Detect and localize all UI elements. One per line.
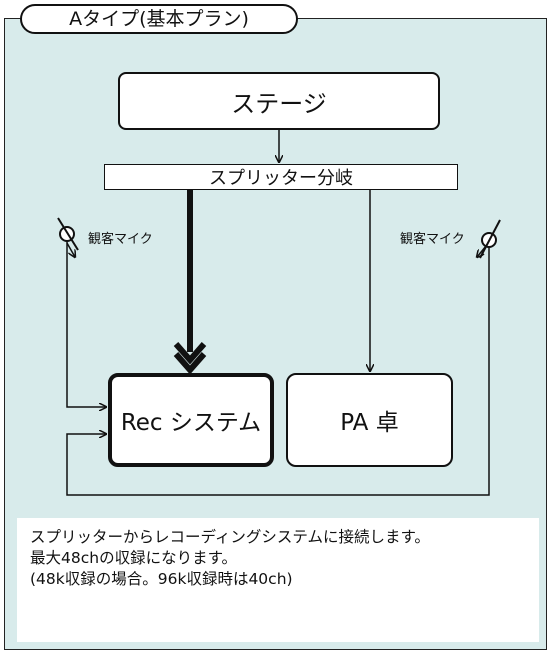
splitter-node: スプリッター分岐 xyxy=(104,164,458,190)
rec-system-node: Rec システム xyxy=(108,373,274,467)
description-line-1: スプリッターからレコーディングシステムに接続します。 xyxy=(30,528,430,546)
left-mic-to-rec-arrow xyxy=(66,241,106,407)
pa-console-node: PA 卓 xyxy=(286,373,453,467)
stage-node: ステージ xyxy=(118,72,440,130)
description-line-2: 最大48chの収録になります。 xyxy=(30,549,238,567)
right-mic-to-rec-arrow xyxy=(66,247,490,496)
description-line-3: (48k収録の場合。96k収録時は40ch) xyxy=(30,570,293,588)
description-box: スプリッターからレコーディングシステムに接続します。 最大48chの収録になりま… xyxy=(17,518,539,642)
right-mic-arrowhead xyxy=(477,245,487,257)
plan-title: Aタイプ(基本プラン) xyxy=(20,4,298,34)
left-mic-arrowhead xyxy=(66,242,75,257)
left-audience-mic-label: 観客マイク xyxy=(88,232,153,247)
splitter-to-rec-double-arrowhead xyxy=(173,342,207,375)
right-mic-icon xyxy=(479,219,501,259)
right-audience-mic-label: 観客マイク xyxy=(400,232,465,247)
